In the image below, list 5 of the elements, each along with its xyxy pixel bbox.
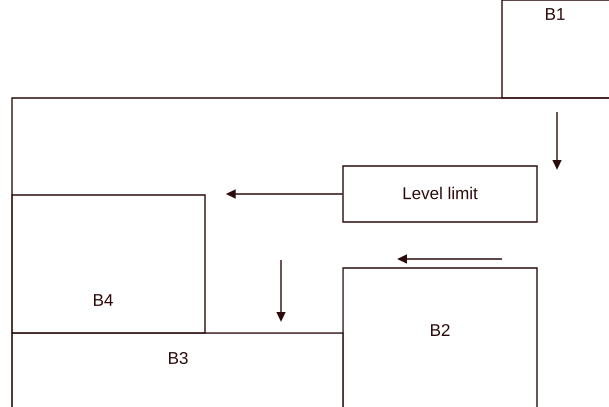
- box: B4: [11, 194, 206, 334]
- box: B3: [11, 332, 344, 407]
- box: B2: [342, 267, 538, 407]
- box: B1: [501, 0, 609, 99]
- box: Level limit: [342, 165, 538, 223]
